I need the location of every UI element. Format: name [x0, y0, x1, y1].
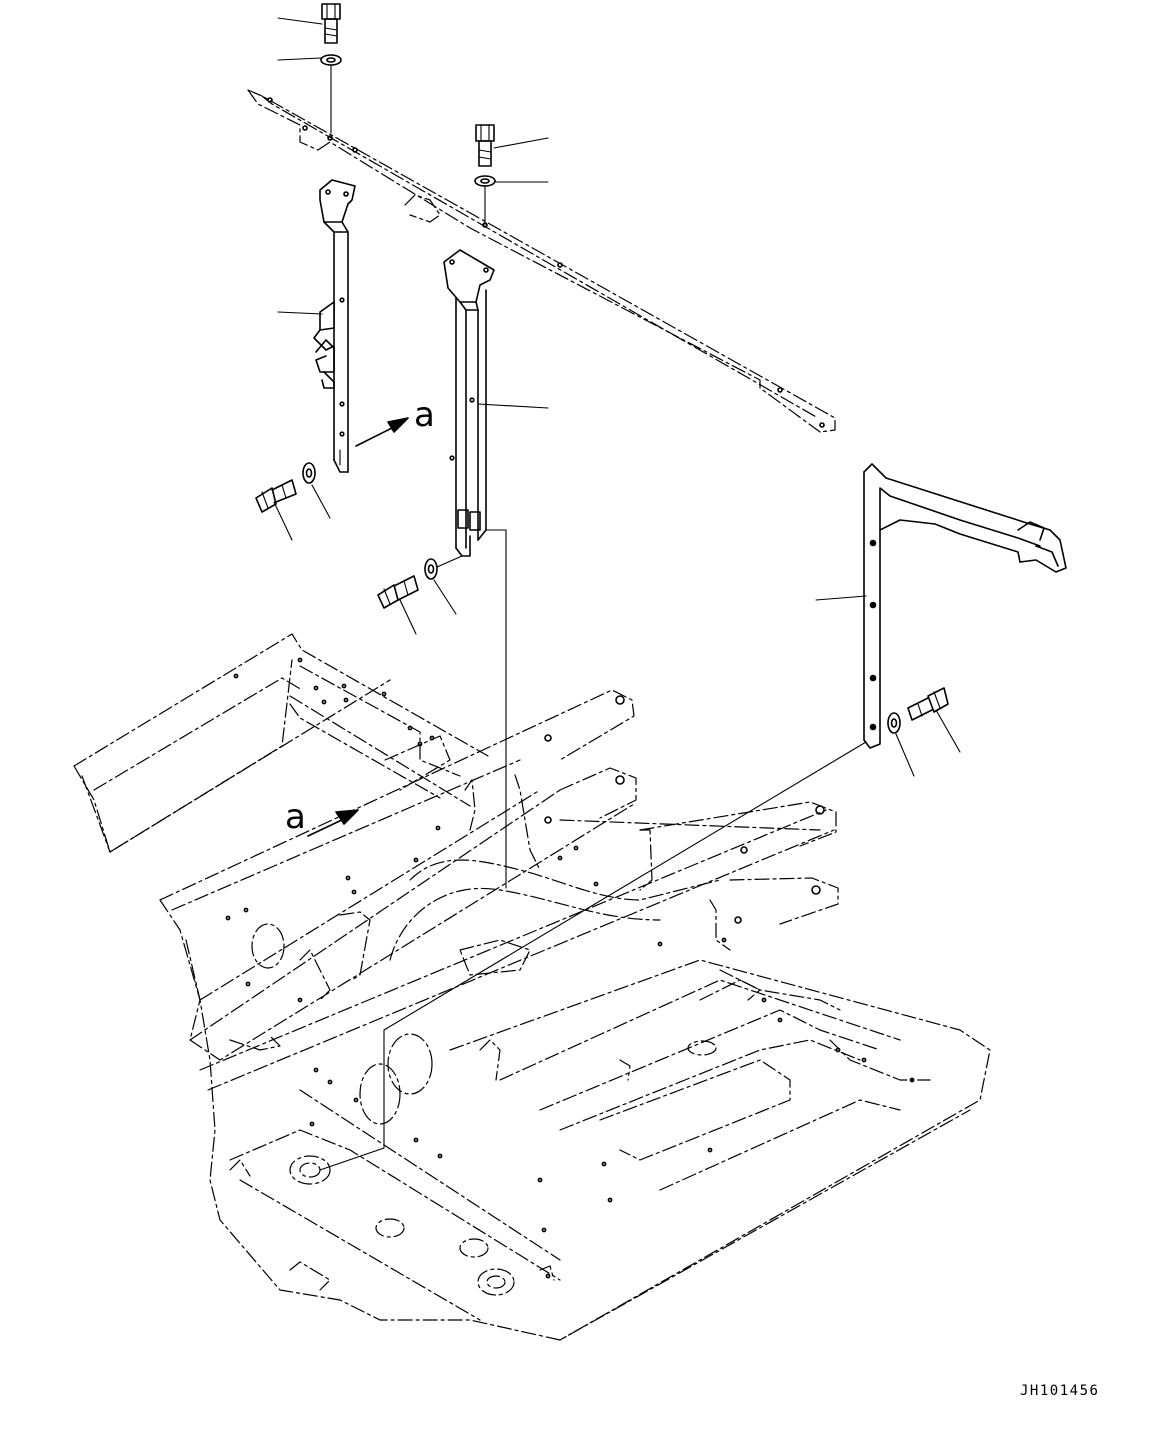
top-cross-member-phantom: [247, 89, 836, 433]
washer-left-lower: [302, 462, 316, 484]
washer-center-lower: [424, 558, 438, 580]
projection-lines: [319, 529, 867, 1171]
washer-top-center: [474, 175, 496, 187]
bolt-top-left: [321, 3, 341, 44]
washer-top-left: [320, 54, 342, 66]
drawing-reference-code: JH101456: [1020, 1383, 1100, 1399]
left-vertical-stay: [313, 179, 356, 473]
view-arrow-upper: [355, 417, 409, 447]
bolt-top-center: [475, 124, 495, 167]
callout-leaders: [273, 17, 961, 777]
view-marker-label-lower: a: [285, 797, 306, 837]
view-arrow-lower: [307, 809, 359, 837]
right-l-bracket: [863, 463, 1067, 749]
bolt-left-lower: [255, 479, 297, 513]
bolt-right-lower: [907, 687, 949, 721]
main-frame-phantom: [73, 633, 991, 1341]
assembly-line-3: [436, 555, 463, 568]
center-vertical-stay: [443, 249, 507, 557]
washer-right-lower: [887, 712, 901, 734]
bolt-center-lower: [377, 575, 419, 609]
view-marker-label-upper: a: [414, 395, 435, 435]
